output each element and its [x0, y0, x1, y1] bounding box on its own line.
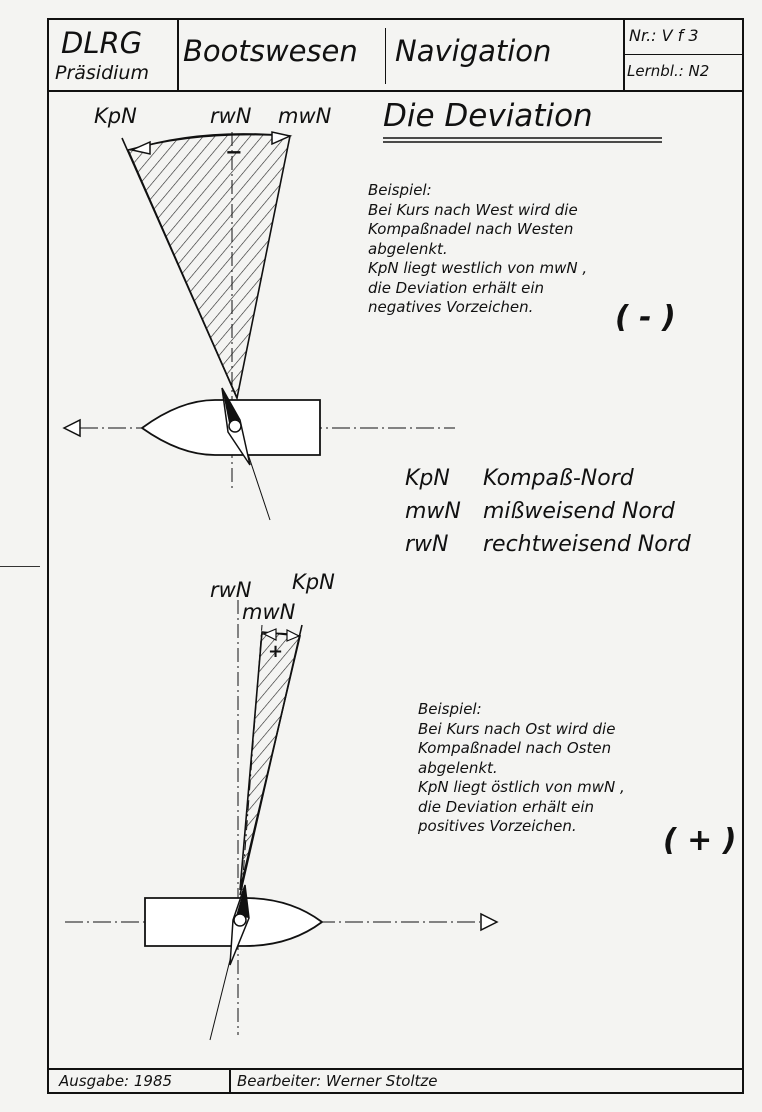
example-line: negatives Vorzeichen. [368, 298, 534, 316]
example-line: abgelenkt. [418, 758, 498, 777]
example-west: Beispiel: Bei Kurs nach West wird die Ko… [368, 181, 587, 318]
kpn-line [121, 137, 238, 399]
arrowhead-mwn [262, 628, 277, 641]
example-line: KpN liegt östlich von mwN , [418, 778, 625, 796]
example-heading: Beispiel: [418, 700, 482, 718]
kpn-line [239, 624, 303, 896]
lernblatt-number: Lernbl.: N2 [627, 62, 710, 80]
example-line: positives Vorzeichen. [418, 817, 577, 835]
example-line: die Deviation erhält ein [418, 797, 595, 816]
header: DLRG Präsidium Bootswesen Navigation Nr.… [49, 20, 742, 92]
west-diagram [62, 131, 455, 521]
course-arrowhead-west [62, 418, 81, 438]
author: Bearbeiter: Werner Stoltze [237, 1072, 438, 1090]
sheet-frame: DLRG Präsidium Bootswesen Navigation Nr.… [47, 18, 744, 1094]
compass-needle-north-east [236, 885, 249, 918]
example-line: abgelenkt. [368, 239, 448, 258]
org-cell: DLRG Präsidium [49, 20, 179, 90]
sign-east: ( + ) [663, 823, 737, 858]
compass-pivot-east [233, 913, 247, 927]
edition: Ausgabe: 1985 [59, 1072, 173, 1090]
compass-needle-north-west [222, 388, 240, 428]
arrowhead-kpn [129, 140, 151, 155]
org-name: DLRG [61, 26, 143, 60]
number-cell: Nr.: V f 3 Lernbl.: N2 [623, 20, 742, 90]
label-mwn-east: mwN [242, 600, 296, 624]
example-line: Kompaßnadel nach Osten [418, 739, 612, 757]
number-divider [623, 54, 742, 55]
subject: Bootswesen [183, 34, 358, 68]
org-sub: Präsidium [55, 62, 149, 84]
mwn-line [241, 624, 263, 891]
footer-divider [229, 1070, 231, 1092]
arrowhead-kpn [286, 629, 301, 642]
east-diagram [65, 600, 499, 1041]
sign-west: ( - ) [615, 300, 676, 335]
example-line: Bei Kurs nach West wird die [368, 200, 578, 219]
margin-mark [0, 566, 40, 567]
sign-mark-east: + [268, 641, 284, 662]
course-arrowhead-east [480, 912, 499, 932]
example-heading: Beispiel: [368, 181, 432, 199]
subject-divider [385, 28, 386, 84]
label-kpn-west: KpN [94, 104, 137, 128]
example-east: Beispiel: Bei Kurs nach Ost wird die Kom… [418, 700, 625, 837]
compass-pivot-west [228, 419, 242, 433]
label-rwn-west: rwN [210, 104, 252, 128]
sign-mark-west: − [225, 140, 243, 164]
example-line: KpN liegt westlich von mwN , [368, 259, 588, 277]
label-rwn-east: rwN [210, 578, 252, 602]
label-mwn-west: mwN [278, 104, 332, 128]
page-title: Die Deviation [383, 98, 593, 134]
label-kpn-east: KpN [292, 570, 335, 594]
topic: Navigation [395, 34, 552, 68]
example-line: die Deviation erhält ein [368, 278, 545, 297]
sheet-number: Nr.: V f 3 [629, 26, 699, 45]
footer: Ausgabe: 1985 Bearbeiter: Werner Stoltze [49, 1068, 742, 1092]
arrowhead-mwn [271, 131, 293, 146]
example-line: Kompaßnadel nach Westen [368, 220, 574, 238]
subject-cell: Bootswesen Navigation [177, 20, 625, 90]
example-line: Bei Kurs nach Ost wird die [418, 719, 616, 738]
